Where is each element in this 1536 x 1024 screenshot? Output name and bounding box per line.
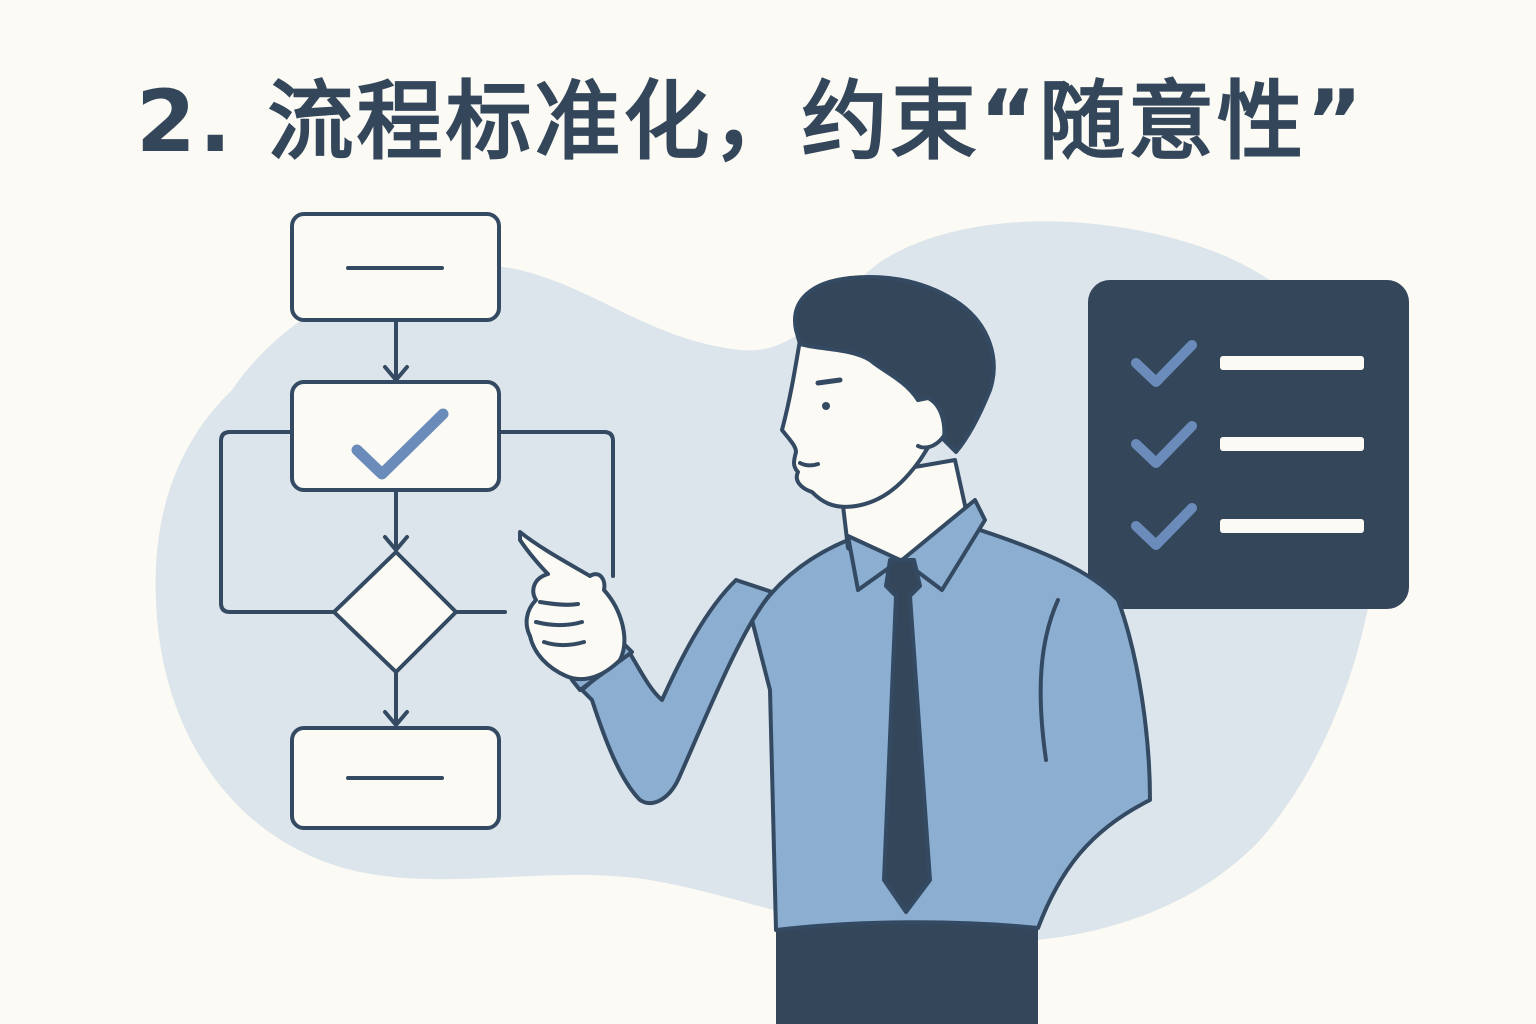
eyebrow — [815, 377, 843, 386]
checklist-line — [1220, 519, 1364, 533]
check-icon — [1131, 421, 1197, 468]
checklist-panel — [1088, 280, 1409, 609]
trousers — [776, 920, 1038, 1024]
hair — [793, 275, 996, 454]
finger-lines — [534, 600, 586, 647]
flowchart-check-box — [290, 380, 501, 492]
flowchart-loop-left — [219, 430, 336, 614]
shirt-seam — [1038, 598, 1060, 762]
check-icon — [1131, 340, 1197, 387]
check-icon — [351, 408, 449, 480]
flowchart — [219, 212, 615, 830]
arrow-down-icon — [383, 670, 409, 727]
page-title: 2. 流程标准化，约束“随意性” — [136, 72, 1366, 172]
collar-right — [900, 498, 987, 592]
mouth — [798, 461, 820, 468]
raised-arm — [580, 578, 774, 806]
check-icon — [1131, 503, 1197, 550]
checklist-line — [1220, 437, 1364, 451]
necktie-icon — [882, 558, 932, 914]
eye — [822, 402, 830, 410]
checklist-line — [1220, 356, 1364, 370]
flowchart-loop-right — [497, 430, 615, 578]
person — [518, 275, 1152, 1024]
arrow-down-icon — [383, 488, 409, 552]
collar-left — [846, 534, 902, 592]
